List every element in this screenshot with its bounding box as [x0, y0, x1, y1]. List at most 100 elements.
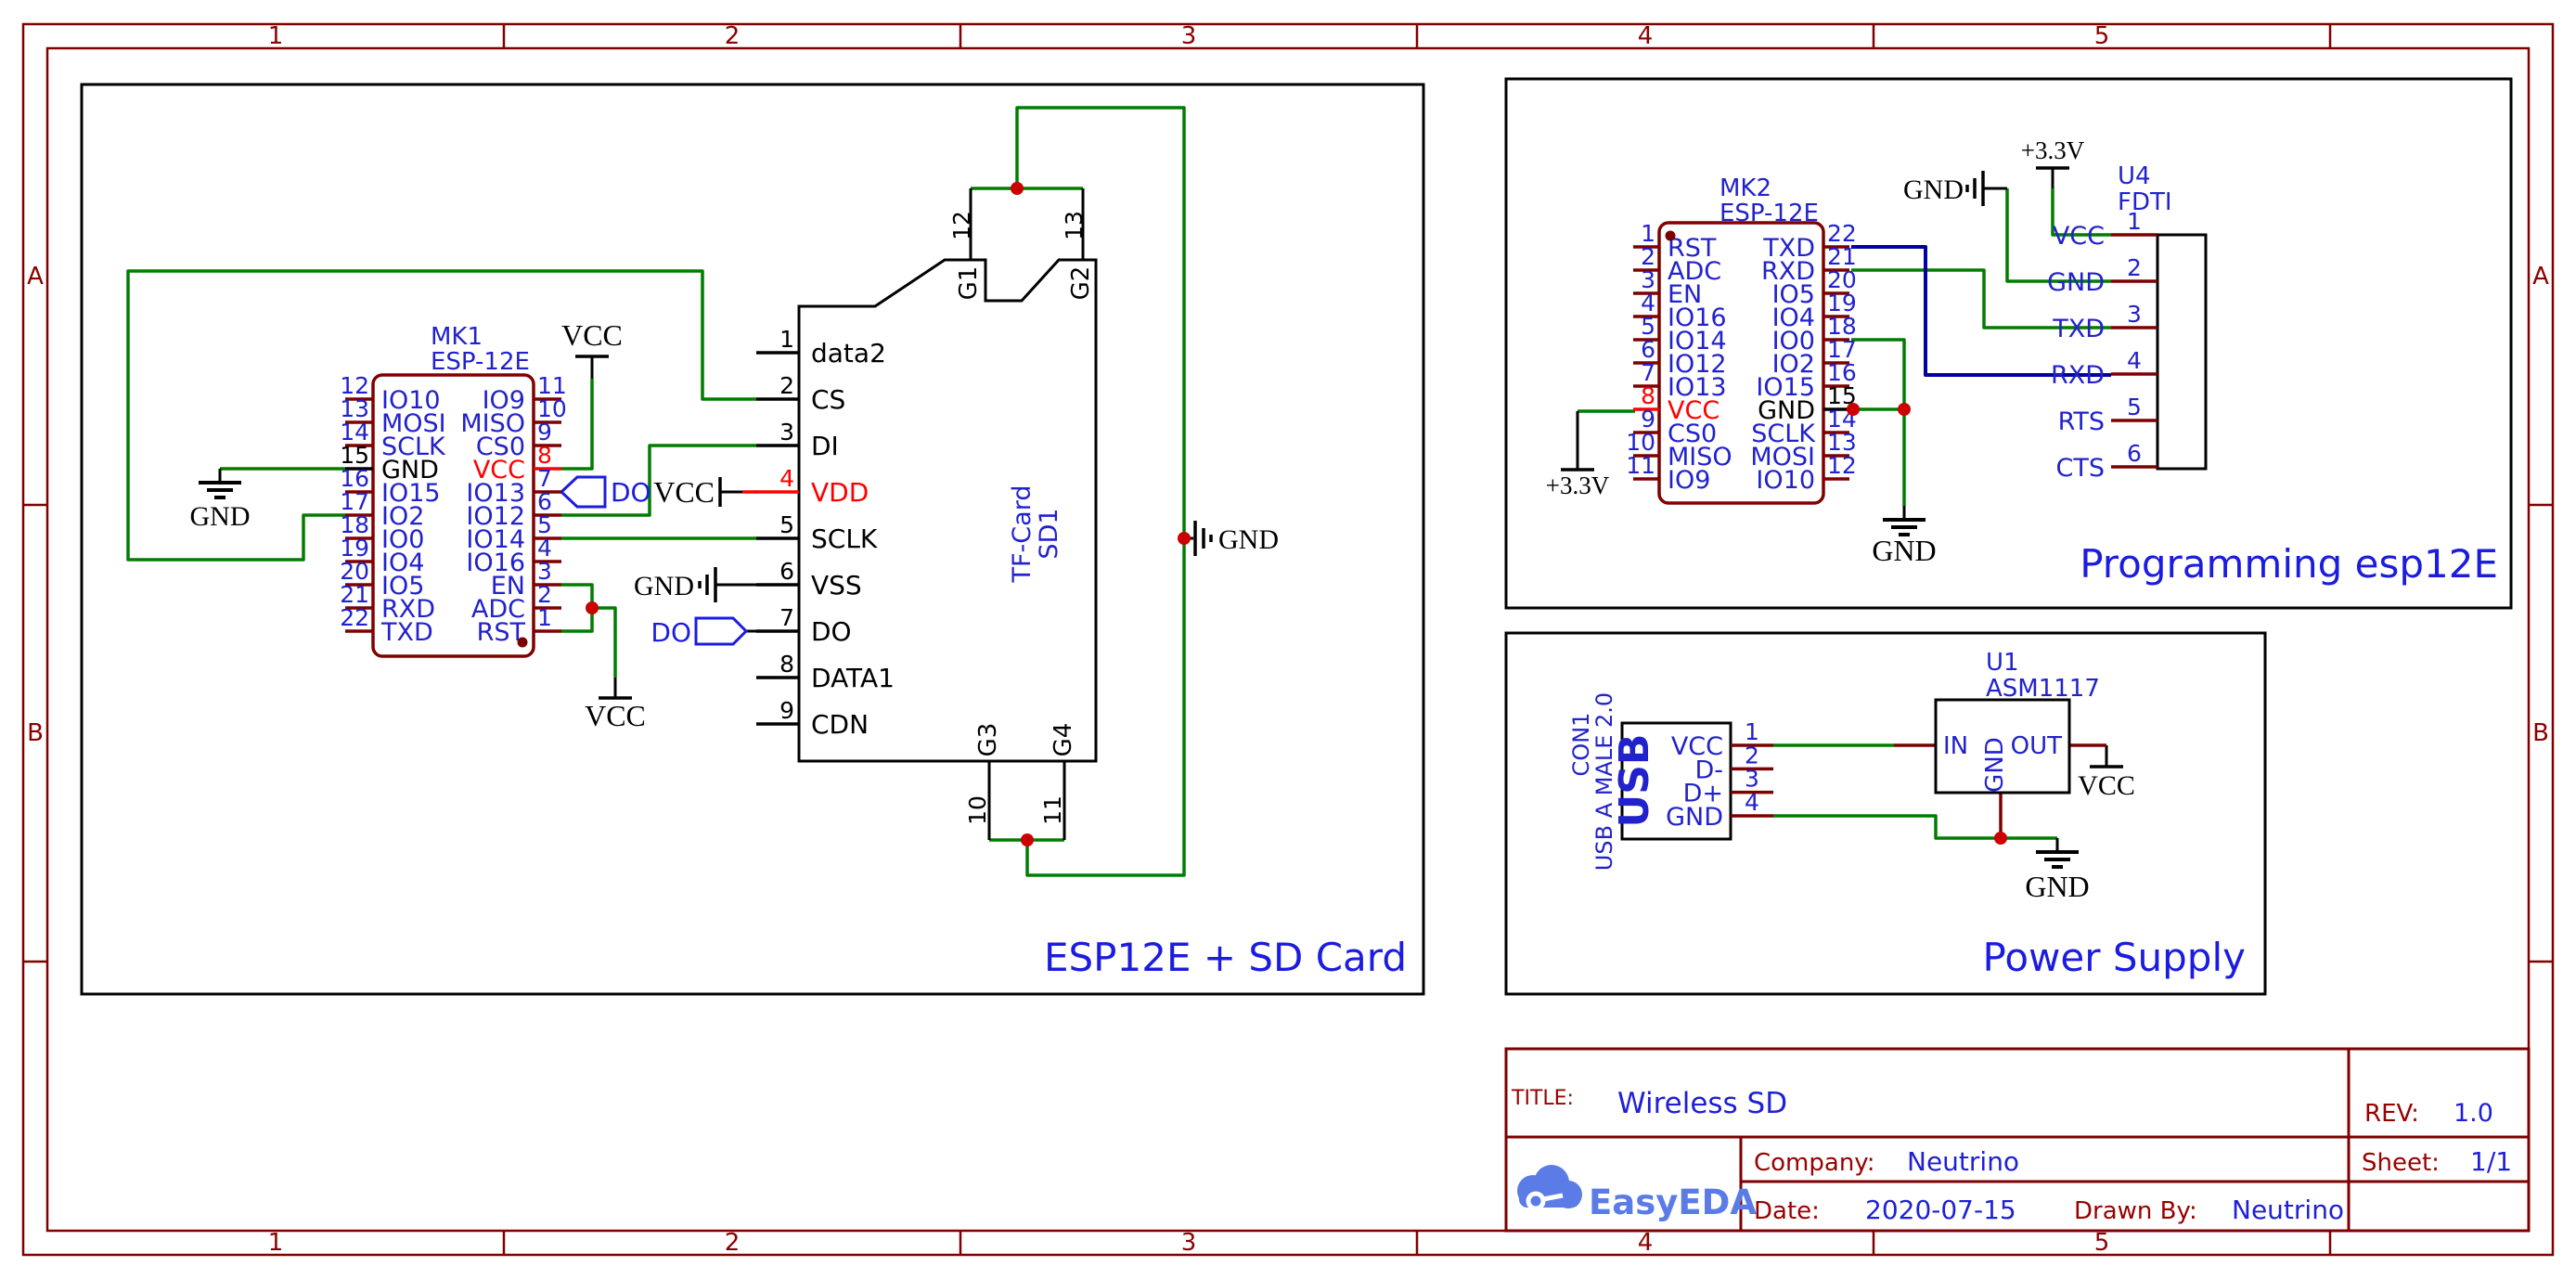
junction-dots — [586, 182, 2007, 846]
mk2-pin-17-name: IO2 — [1772, 350, 1815, 379]
sd1-part-label: TF-Card — [1008, 485, 1037, 584]
sd1-ref-label: SD1 — [1035, 508, 1063, 559]
rev-value: 1.0 — [2454, 1099, 2493, 1128]
vcc-label: VCC — [585, 699, 646, 732]
gnd-label: GND — [1872, 534, 1936, 567]
mk1-pin-2-name: ADC — [471, 595, 525, 624]
sd1-pin10-number: 10 — [964, 795, 991, 825]
mk1-pin-9-number: 9 — [537, 419, 552, 446]
mk2-pin-10-name: MISO — [1668, 443, 1732, 472]
mk1-pin-15-name: GND — [381, 456, 439, 484]
pin-stubs-extra[interactable] — [1894, 743, 2106, 838]
mk1-pin-20-name: IO5 — [381, 572, 424, 601]
wire-vcc8 — [561, 379, 594, 471]
section-boxes — [80, 77, 2513, 996]
do-flag-label: DO — [650, 617, 691, 648]
u1-body[interactable] — [1934, 698, 2071, 795]
mk2-pin-20-name: IO5 — [1772, 280, 1815, 309]
sd1-pin12-number: 12 — [948, 211, 975, 240]
sd1-pin11-number: 11 — [1039, 795, 1066, 825]
wires-green[interactable] — [126, 106, 2111, 877]
power-labels: VCC VCC VCC VCC GND GND GND GND GND GND … — [190, 136, 2135, 903]
u1-in-label: IN — [1943, 732, 1968, 760]
wire-txd-rxd[interactable] — [1851, 245, 2111, 377]
drawnby-label: Drawn By: — [2074, 1197, 2197, 1225]
u4-pin-1-name: VCC — [2053, 222, 2105, 251]
mk1-pin-11-number: 11 — [537, 372, 567, 399]
u1-part: ASM1117 — [1986, 675, 2100, 703]
frame-row-label: B — [27, 719, 44, 747]
date-value: 2020-07-15 — [1865, 1195, 2016, 1225]
con1-body[interactable] — [1620, 721, 1732, 841]
wire-io0-gnd — [1851, 338, 1906, 409]
gndbar-fdti — [1965, 171, 1985, 206]
u4-body[interactable] — [2156, 233, 2208, 471]
component-headers: MK1 ESP-12E MK2 ESP-12E U4 FDTI U1 ASM11… — [431, 162, 2172, 703]
logo-keyhole — [1526, 1191, 1546, 1211]
mk1-pin-14-name: SCLK — [381, 433, 446, 461]
mk1-pin-21-name: RXD — [381, 595, 435, 624]
sd1-pin-5-name: SCLK — [811, 523, 878, 554]
mk1-pin-7-name: IO13 — [466, 479, 525, 508]
mk1-pin-17-name: IO2 — [381, 502, 424, 531]
mk1-pin-18-number: 18 — [340, 511, 369, 538]
easyeda-logo: EasyEDA — [1517, 1165, 1757, 1222]
frame-col-label: 2 — [725, 22, 741, 50]
con1-pin-2-number: 2 — [1745, 742, 1759, 769]
mk2-pin-9-name: CS0 — [1668, 420, 1717, 448]
wire-gndsym-fdti — [2005, 188, 2111, 283]
mk2-pin-16-number: 16 — [1827, 359, 1857, 386]
u1-out-label: OUT — [2011, 732, 2062, 760]
sheet-value: 1/1 — [2470, 1146, 2512, 1177]
sd1-pin-7-name: DO — [811, 616, 852, 647]
title-value: Wireless SD — [1617, 1087, 1787, 1120]
gnd-label: GND — [2025, 870, 2089, 903]
mk2-pin-5-name: IO14 — [1668, 327, 1727, 355]
con1-pin-3-name: D+ — [1683, 780, 1723, 808]
mk2-pin-8-number: 8 — [1641, 382, 1655, 409]
mk1-pin-2-number: 2 — [537, 581, 552, 608]
mk2-pin-4-name: IO16 — [1668, 304, 1727, 332]
do-input-flag[interactable]: DO — [559, 475, 651, 509]
mk2-pin-22-name: TXD — [1762, 234, 1815, 263]
frame-col-label: 5 — [2094, 22, 2110, 50]
sd-section-box — [80, 83, 1425, 996]
gnd-label: GND — [1903, 174, 1964, 205]
mk1-pin-16-name: IO15 — [381, 479, 441, 508]
sd1-top-stubs[interactable] — [969, 188, 1085, 260]
sd1-bottom-stubs[interactable] — [987, 761, 1066, 840]
v33-label: +3.3V — [1546, 472, 1610, 499]
u4-part: FDTI — [2118, 188, 2172, 216]
u4-pin-1-number: 1 — [2127, 208, 2142, 235]
mk2-pin-11-number: 11 — [1626, 452, 1655, 479]
mk2-pin-3-name: EN — [1668, 280, 1702, 309]
mk1-pin-12-number: 12 — [340, 372, 369, 399]
mk2-pin-13-name: MOSI — [1750, 443, 1815, 472]
wire-sd-gnd-loop — [1015, 106, 1186, 877]
u4-pin-3-name: TXD — [2052, 315, 2105, 343]
sd1-rotated-labels: 12 13 G1 G2 10 11 G3 G4 TF-Card SD1 — [948, 211, 1095, 825]
sd1-pin-6-name: VSS — [811, 570, 862, 601]
frame-row-label: B — [2532, 719, 2549, 747]
wires-black[interactable] — [218, 168, 2108, 852]
mk2-pin-6-number: 6 — [1641, 336, 1655, 363]
sd1-pin-3-number: 3 — [779, 419, 794, 446]
con1-pin-4-number: 4 — [1745, 789, 1759, 816]
mk2-pin-20-number: 20 — [1827, 266, 1857, 293]
wire-io12-di — [561, 444, 756, 517]
rev-label: REV: — [2364, 1100, 2419, 1128]
mk1-pin-19-number: 19 — [340, 535, 369, 562]
sd1-body[interactable] — [797, 258, 1098, 763]
component-bodies — [371, 188, 2208, 841]
mk2-pin-10-number: 10 — [1626, 429, 1655, 456]
do-output-flag[interactable]: DO — [650, 616, 749, 648]
mk1-pin-8-name: VCC — [473, 456, 525, 484]
mk2-pin-15-name: GND — [1758, 396, 1815, 425]
orientation-dots — [517, 230, 1676, 648]
frame-column-labels: 1 2 3 4 5 1 2 3 4 5 A B A B — [27, 22, 2549, 1257]
con1-usb-label: USB — [1611, 734, 1658, 828]
prog-section-box — [1504, 77, 2513, 610]
con1-pin-1-name: VCC — [1671, 732, 1723, 761]
mk1-pin-11-name: IO9 — [483, 386, 525, 415]
earth-mk2 — [1883, 518, 1926, 536]
